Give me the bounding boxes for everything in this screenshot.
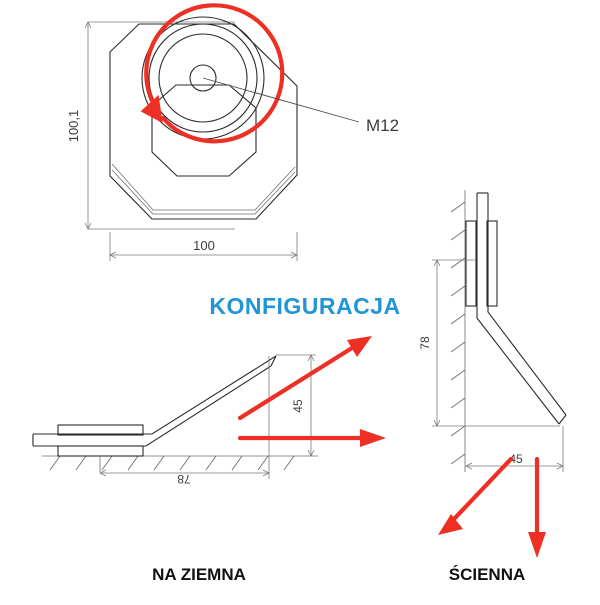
wall-bracket-left-edge	[476, 193, 560, 425]
ground-view-height-dimension: 45	[276, 354, 316, 457]
wall-bracket-right-edge	[487, 193, 567, 416]
m12-label: M12	[366, 116, 399, 135]
wall-view-diagonal-arrow	[438, 456, 514, 535]
wall-mount-view: 78 45 ŚCIENNA	[418, 190, 567, 584]
base-plate-edge	[111, 163, 296, 211]
rotation-arrow-icon	[140, 3, 285, 144]
base-plate-outline	[109, 23, 298, 220]
wall-view-caption: ŚCIENNA	[449, 565, 526, 584]
top-view-width-label: 100	[193, 238, 215, 253]
bracket-tip-edge	[270, 355, 277, 367]
dome-inner-circle	[158, 33, 248, 123]
thread-hole-circle	[189, 64, 217, 92]
base-plate-edge-2	[111, 169, 296, 215]
wall-mount-pad-right	[486, 220, 498, 307]
ground-view-caption: NA ZIEMNA	[152, 565, 246, 584]
bracket-upper-edge	[33, 355, 277, 435]
wall-view-vertical-arrow	[528, 456, 546, 558]
ground-view-length-label: 78	[177, 472, 191, 486]
wall-mount-pad-left	[465, 220, 477, 307]
top-view-height-dimension: 100,1	[66, 21, 235, 230]
m12-leader-line	[202, 77, 360, 123]
ground-hatching	[49, 455, 295, 471]
dome-mid-circle	[148, 23, 258, 133]
wall-view-height-dimension: 78	[418, 259, 560, 427]
wall-view-offset-dimension: 45	[465, 426, 564, 472]
wall-view-offset-label: 45	[509, 452, 523, 466]
top-view: 100,1 100	[66, 3, 399, 261]
ground-view-length-dimension: 78	[99, 356, 270, 486]
wall-view-height-label: 78	[418, 336, 432, 350]
wall-hatching	[450, 201, 466, 465]
wall-bracket-tip-edge	[558, 414, 567, 425]
ground-view-horizontal-arrow	[237, 429, 386, 447]
configuration-heading: KONFIGURACJA	[209, 293, 400, 319]
hex-nut-outline	[151, 84, 257, 177]
mount-pad-bottom	[57, 445, 144, 457]
ground-mount-view: 45 78 NA ZIEMNA	[32, 336, 386, 584]
top-view-width-dimension: 100	[109, 232, 298, 261]
ground-view-height-label: 45	[291, 399, 305, 413]
mount-pad-top	[57, 424, 144, 436]
top-view-height-label: 100,1	[66, 110, 81, 143]
ground-view-diagonal-arrow	[237, 336, 372, 421]
